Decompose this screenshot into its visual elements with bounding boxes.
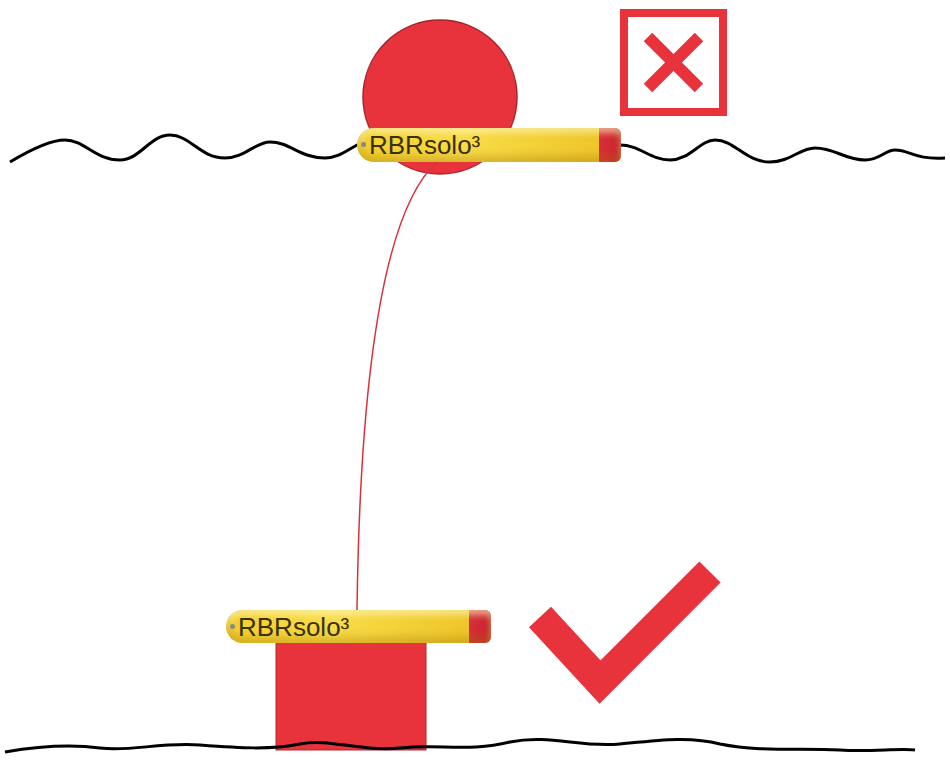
instrument-body: RBRsolo³ (226, 610, 491, 643)
instrument-body: RBRsolo³ (357, 128, 621, 162)
seabed (5, 739, 915, 752)
mooring-line (357, 162, 437, 610)
anchor-block (276, 642, 426, 750)
instrument-label: RBRsolo³ (226, 614, 349, 640)
wrong-mark (624, 13, 723, 112)
correct-mark (540, 572, 710, 682)
end-screw (361, 142, 366, 147)
end-screw (230, 624, 235, 629)
instrument-label: RBRsolo³ (357, 132, 480, 158)
